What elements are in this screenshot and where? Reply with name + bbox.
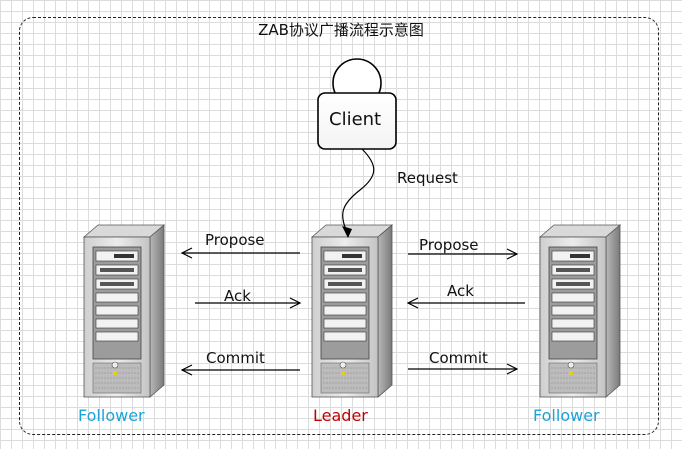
right-propose-arrow-head [506,248,519,260]
diagram-title: ZAB协议广播流程示意图 [258,21,424,39]
leader-server-icon [311,224,393,398]
right-ack-label: Ack [447,282,474,300]
client-label: Client [329,109,382,130]
right-propose-label: Propose [419,236,479,254]
left-propose-label: Propose [205,231,265,249]
client-icon [317,58,397,150]
left-ack-label: Ack [224,287,251,305]
request-label: Request [397,169,458,187]
follower-right-server-icon [539,224,621,398]
right-commit-label: Commit [429,349,488,367]
follower-right-label: Follower [533,406,600,425]
left-propose-arrow-head [180,247,193,259]
request-arrow [342,148,375,235]
left-ack-arrow-head [289,297,302,309]
right-commit-arrow-head [506,363,519,375]
left-commit-label: Commit [206,349,265,367]
follower-left-server-icon [83,224,165,398]
diagram-frame [19,17,659,435]
follower-left-label: Follower [78,406,145,425]
right-ack-arrow-head [406,297,419,309]
request-arrow-head [342,226,352,238]
leader-label: Leader [313,406,368,425]
left-commit-arrow-head [180,364,193,376]
